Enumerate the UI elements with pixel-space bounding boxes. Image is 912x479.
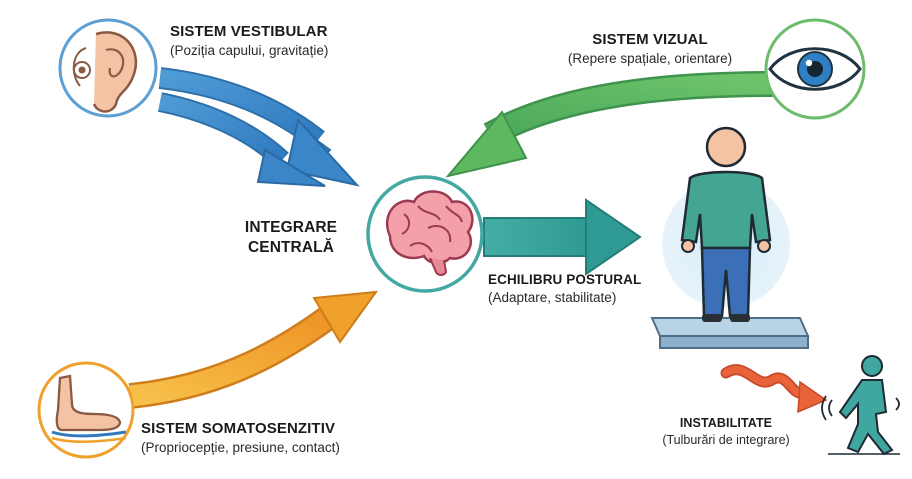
visual-arrow [445,71,776,178]
visual-subtitle: (Repere spațiale, orientare) [567,51,733,66]
instability-arrow [720,364,828,414]
stumbling-person-icon [821,355,900,456]
visual-title: SISTEM VIZUAL [592,31,708,48]
ear-icon [58,18,158,118]
vestibular-arrows [158,67,360,187]
balance-subtitle: (Adaptare, stabilitate) [488,290,617,305]
eye-icon [764,18,866,120]
integration-line1: INTEGRARE [244,219,338,236]
somatosensory-arrow [128,290,379,409]
somatosensory-label-group: SISTEM SOMATOSENZITIV (Propriocepție, pr… [141,420,340,455]
balance-title: ECHILIBRU POSTURAL [488,272,642,287]
standing-person-icon [650,126,810,349]
instability-label-group: INSTABILITATE (Tulburări de integrare) [646,416,806,447]
vestibular-subtitle: (Poziția capului, gravitație) [170,43,329,58]
integration-to-balance-arrow [483,198,642,276]
integration-label-group: INTEGRARE CENTRALĂ [232,218,350,258]
instability-title: INSTABILITATE [679,416,773,430]
instability-subtitle: (Tulburări de integrare) [662,433,790,447]
somatosensory-subtitle: (Propriocepție, presiune, contact) [141,440,340,455]
balance-label-group: ECHILIBRU POSTURAL (Adaptare, stabilitat… [488,272,641,305]
foot-icon [37,361,135,459]
somatosensory-title: SISTEM SOMATOSENZITIV [141,420,336,437]
integration-line2: CENTRALĂ [247,239,335,256]
brain-icon [366,175,484,293]
vestibular-title: SISTEM VESTIBULAR [170,23,328,40]
vestibular-label-group: SISTEM VESTIBULAR (Poziția capului, grav… [170,23,328,58]
visual-label-group: SISTEM VIZUAL (Repere spațiale, orientar… [540,31,760,66]
